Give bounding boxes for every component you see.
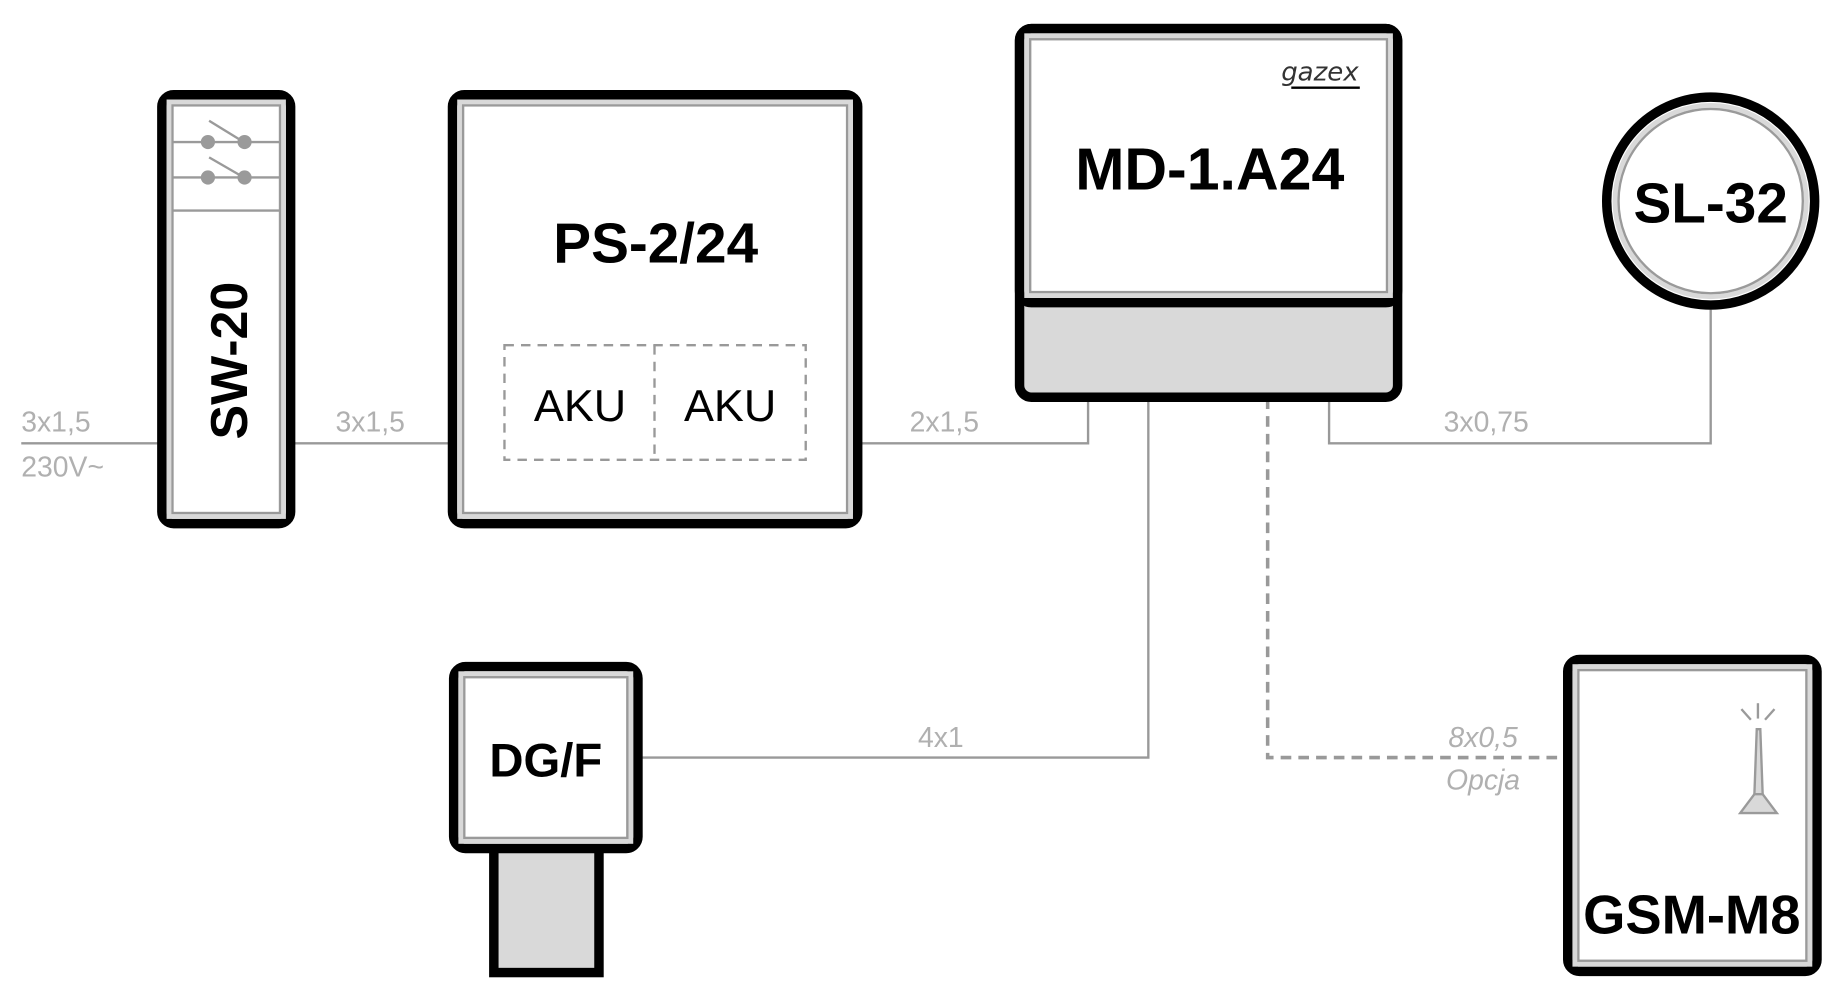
wire-md-to-sl [1327, 309, 1712, 445]
device-label-gsm: GSM-M8 [1583, 885, 1800, 946]
cable-label-md-sl: 3x0,75 [1444, 406, 1529, 438]
device-sw20[interactable]: SW-20 [157, 90, 296, 529]
cable-label-mains: 3x1,5 [21, 406, 90, 438]
device-label-dgf: DG/F [489, 734, 602, 787]
cable-label-ps-md: 2x1,5 [910, 406, 979, 438]
device-md1[interactable]: gazex MD-1.A24 [1014, 23, 1403, 402]
device-dgf[interactable]: DG/F [448, 661, 643, 978]
battery-label-2: AKU [684, 380, 776, 431]
device-sl32[interactable]: SL-32 [1601, 92, 1820, 310]
wire-ps-to-md [857, 398, 1090, 445]
device-ps224[interactable]: PS-2/24 AKU AKU [447, 90, 863, 529]
cable-note-mains: 230V~ [21, 451, 104, 483]
cable-note-md-gsm: Opcja [1446, 764, 1520, 796]
antenna-icon [1737, 703, 1780, 815]
wire-md-to-gsm [1265, 398, 1568, 760]
device-label-sl32: SL-32 [1633, 172, 1787, 235]
cable-label-md-dgf: 4x1 [918, 722, 964, 754]
switch-icon [172, 119, 280, 185]
cable-label-sw-ps: 3x1,5 [336, 406, 405, 438]
device-label-ps224: PS-2/24 [553, 213, 758, 276]
brand-logo: gazex [1281, 58, 1359, 88]
battery-label-1: AKU [534, 380, 626, 431]
cable-label-md-gsm: 8x0,5 [1448, 722, 1518, 754]
device-gsm[interactable]: GSM-M8 [1563, 654, 1822, 977]
device-label-sw20: SW-20 [201, 282, 259, 440]
device-label-md1: MD-1.A24 [1075, 136, 1344, 202]
wire-md-to-dgf [639, 398, 1150, 759]
